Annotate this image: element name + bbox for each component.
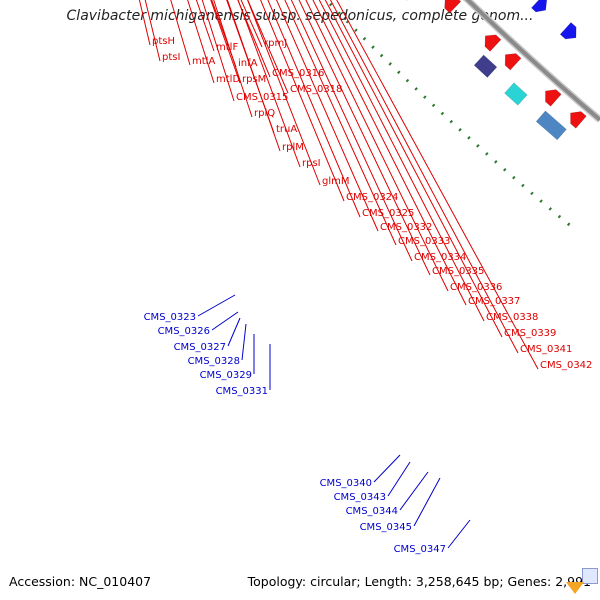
- forward-cds-arrow: [504, 53, 522, 71]
- forward-label-leader: [247, 0, 289, 94]
- forward-label-leader: [324, 0, 503, 338]
- forward-label-leader: [305, 0, 449, 292]
- reverse-label-leader: [413, 477, 441, 527]
- forward-cds-arrow: [444, 0, 462, 14]
- forward-gene-label: CMS_0334: [414, 252, 466, 263]
- forward-gene-label: infA: [238, 58, 258, 69]
- forward-gene-label: truA: [276, 124, 297, 135]
- reverse-label-leader: [399, 471, 429, 511]
- zoom-box-icon[interactable]: [582, 568, 598, 584]
- backbone-line: [465, 0, 600, 122]
- reverse-cds-arrow: [531, 0, 548, 13]
- forward-label-leader: [312, 0, 467, 306]
- forward-gene-label: CMS_0324: [346, 192, 398, 203]
- forward-label-leader: [329, 0, 519, 354]
- forward-cds-arrow: [545, 89, 562, 107]
- reverse-gene-label: CMS_0345: [360, 522, 412, 533]
- forward-label-leader: [267, 0, 361, 218]
- reverse-label-leader: [197, 294, 236, 317]
- forward-label-leader: [284, 0, 397, 246]
- forward-label-leader: [187, 0, 215, 84]
- reverse-label-leader: [373, 454, 401, 483]
- forward-gene-label: CMS_0341: [520, 344, 572, 355]
- reverse-label-leader: [211, 311, 239, 331]
- forward-gene-label: mtlA: [192, 56, 215, 67]
- accession-label: Accession: NC_010407: [9, 574, 152, 589]
- forward-label-leader: [138, 0, 151, 46]
- reverse-gene-label: CMS_0329: [200, 370, 252, 381]
- forward-gene-label: rplQ: [254, 108, 275, 119]
- forward-gene-label: rpsM: [242, 74, 266, 85]
- forward-label-leader: [276, 0, 379, 232]
- forward-label-leader: [318, 0, 485, 322]
- reverse-gene-label: CMS_0344: [346, 506, 398, 517]
- reverse-label-leader: [447, 519, 471, 549]
- forward-label-leader: [144, 0, 161, 62]
- reverse-cds-arrow: [559, 22, 577, 40]
- forward-label-leader: [201, 0, 235, 102]
- reverse-label-leader: [387, 461, 411, 497]
- forward-gene-label: rpmJ: [264, 38, 287, 49]
- forward-gene-label: CMS_0325: [362, 208, 414, 219]
- forward-gene-label: CMS_0342: [540, 360, 592, 371]
- forward-label-leader: [247, 0, 321, 186]
- reverse-gene-label: CMS_0327: [174, 342, 226, 353]
- forward-cds-arrow: [570, 111, 587, 129]
- forward-label-leader: [237, 0, 301, 168]
- forward-cds-arrow: [484, 34, 502, 52]
- cog-color-box: [473, 54, 498, 78]
- map-title: Clavibacter michiganensis subsp. sepedon…: [66, 8, 534, 24]
- reverse-label-leader: [241, 323, 247, 361]
- scroll-arrow-icon[interactable]: [566, 582, 584, 594]
- forward-gene-label: CMS_0332: [380, 222, 432, 233]
- reverse-gene-label: CMS_0331: [216, 386, 268, 397]
- reverse-gene-label: CMS_0340: [320, 478, 372, 489]
- forward-label-leader: [226, 0, 281, 152]
- forward-label-leader: [336, 0, 539, 370]
- reverse-gene-label: CMS_0343: [334, 492, 386, 503]
- reverse-gene-label: CMS_0326: [158, 326, 210, 337]
- forward-gene-label: ptsI: [162, 52, 180, 63]
- forward-gene-label: CMS_0315: [236, 92, 288, 103]
- forward-label-leader: [260, 0, 345, 202]
- forward-gene-label: mtlD: [216, 74, 240, 85]
- forward-label-leader: [298, 0, 431, 276]
- forward-gene-label: ptsH: [152, 36, 175, 47]
- reverse-label-leader: [227, 317, 241, 347]
- forward-gene-label: CMS_0337: [468, 296, 520, 307]
- genome-summary: Topology: circular; Length: 3,258,645 bp…: [247, 574, 591, 589]
- cog-color-box: [535, 110, 567, 141]
- ring-inner: [324, 0, 578, 232]
- reverse-gene-label: CMS_0323: [144, 312, 196, 323]
- forward-label-leader: [213, 0, 253, 118]
- forward-label-leader: [210, 0, 241, 84]
- forward-gene-label: CMS_0338: [486, 312, 538, 323]
- forward-gene-label: CMS_0339: [504, 328, 556, 339]
- reverse-gene-label: CMS_0328: [188, 356, 240, 367]
- forward-gene-label: CMS_0316: [272, 68, 324, 79]
- cog-color-box: [504, 82, 528, 106]
- forward-label-leader: [290, 0, 413, 262]
- reverse-gene-label: CMS_0347: [394, 544, 446, 555]
